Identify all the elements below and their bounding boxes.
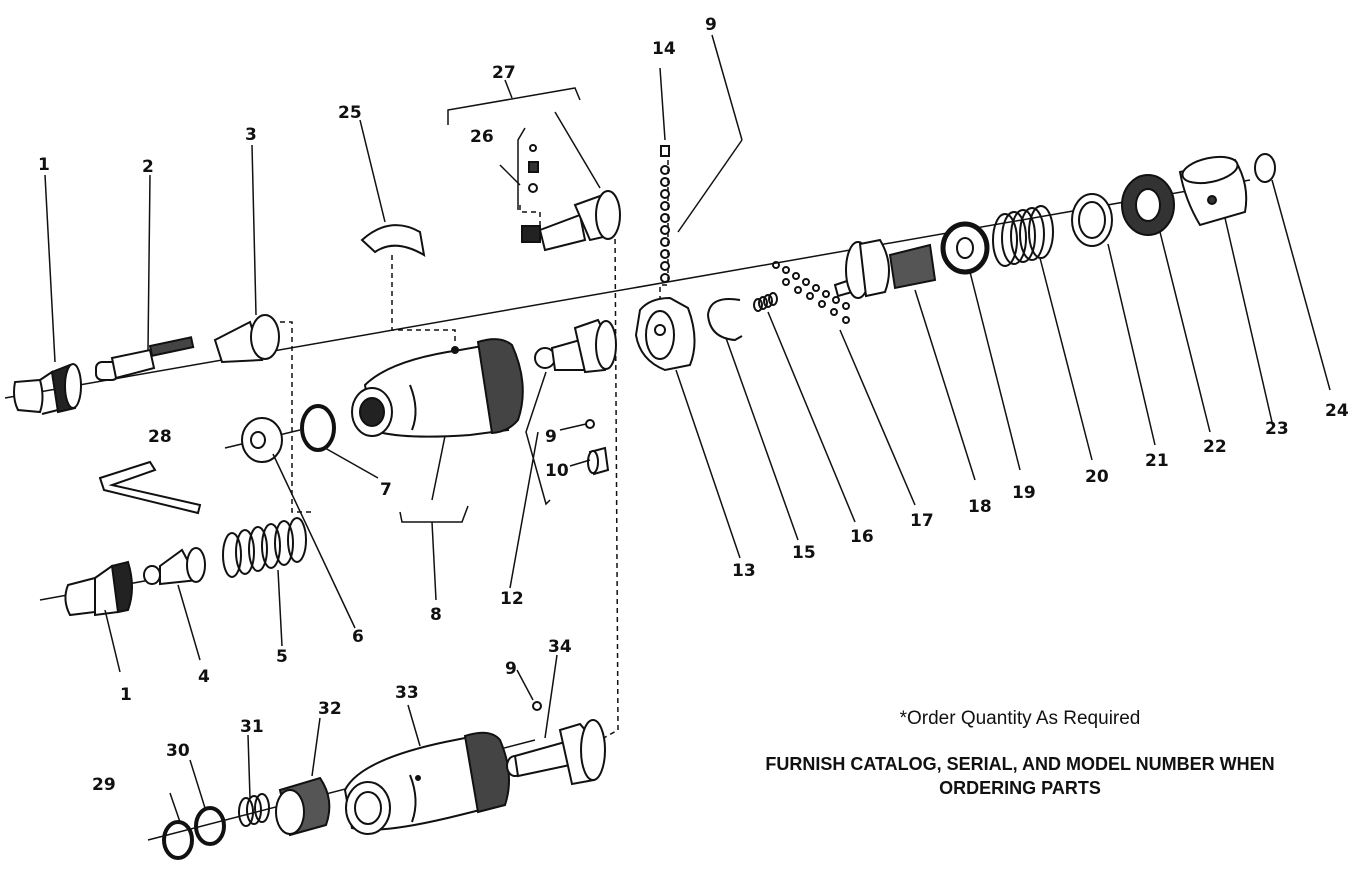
- callout-33: 33: [395, 683, 419, 703]
- callout-30: 30: [166, 741, 190, 761]
- part-17-balls: [772, 261, 850, 324]
- part-18-clutch-shaft: [833, 238, 937, 299]
- callout-8: 8: [430, 605, 442, 625]
- part-12-rotor: [534, 318, 617, 374]
- furnish-line-2: ORDERING PARTS: [939, 778, 1101, 798]
- part-34-shaft: [506, 701, 606, 786]
- callout-32: 32: [318, 699, 342, 719]
- part-1-lower-chuck: [64, 560, 133, 617]
- part-30-ring: [194, 806, 226, 846]
- part-5-spring: [222, 517, 307, 578]
- callout-26: 26: [470, 127, 494, 147]
- callout-34: 34: [548, 637, 572, 657]
- callout-7: 7: [380, 480, 392, 500]
- part-13-cam: [634, 296, 696, 372]
- callout-14: 14: [652, 39, 676, 59]
- part-21-washer: [1071, 193, 1113, 247]
- part-32-collar: [275, 776, 331, 837]
- furnish-instructions: FURNISH CATALOG, SERIAL, AND MODEL NUMBE…: [700, 752, 1340, 800]
- part-26-27-valve-assembly: [521, 144, 621, 252]
- callout-12: 12: [500, 589, 524, 609]
- callout-6: 6: [352, 627, 364, 647]
- callout-9-mid: 9: [545, 427, 557, 447]
- callout-5: 5: [276, 647, 288, 667]
- callout-25: 25: [338, 103, 362, 123]
- callout-29: 29: [92, 775, 116, 795]
- part-1-upper-chuck: [13, 363, 82, 415]
- leader-lines: [44, 34, 1331, 823]
- callout-20: 20: [1085, 467, 1109, 487]
- part-22-nut: [1121, 174, 1175, 236]
- callout-31: 31: [240, 717, 264, 737]
- part-9-ball-and-10-sleeve: [585, 419, 610, 476]
- part-23-cap: [1178, 155, 1248, 227]
- callout-24: 24: [1325, 401, 1349, 421]
- callout-1-lower: 1: [120, 685, 132, 705]
- part-19-washer: [940, 221, 990, 275]
- callout-9-bottom: 9: [505, 659, 517, 679]
- part-20-spring: [992, 205, 1054, 267]
- callout-13: 13: [732, 561, 756, 581]
- callout-22: 22: [1203, 437, 1227, 457]
- callout-21: 21: [1145, 451, 1169, 471]
- callout-28: 28: [148, 427, 172, 447]
- order-quantity-note: *Order Quantity As Required: [899, 708, 1141, 729]
- callout-1-upper: 1: [38, 155, 50, 175]
- part-7-o-ring: [300, 404, 336, 452]
- part-4-adapter: [143, 547, 206, 586]
- callout-19: 19: [1012, 483, 1036, 503]
- furnish-line-1: FURNISH CATALOG, SERIAL, AND MODEL NUMBE…: [765, 754, 1275, 774]
- part-15-retaining-ring: [706, 298, 743, 342]
- callout-2: 2: [142, 157, 154, 177]
- part-3-collet: [213, 314, 280, 364]
- part-29-ring: [162, 820, 194, 860]
- callout-3: 3: [245, 125, 257, 145]
- part-14-ball-chain: [660, 145, 670, 283]
- part-25-half-bushing: [360, 224, 426, 257]
- callout-15: 15: [792, 543, 816, 563]
- dashed-guides: [280, 160, 669, 741]
- part-6-washer: [241, 417, 283, 463]
- callout-9-top: 9: [705, 15, 717, 35]
- callout-10: 10: [545, 461, 569, 481]
- part-31-spring: [238, 793, 270, 827]
- callout-16: 16: [850, 527, 874, 547]
- part-24-snap-ring: [1254, 153, 1276, 183]
- part-33-housing: [343, 731, 510, 835]
- part-8-housing: [351, 338, 524, 438]
- part-28-hex-key: [98, 460, 202, 515]
- callout-17: 17: [910, 511, 934, 531]
- callout-23: 23: [1265, 419, 1289, 439]
- callout-27: 27: [492, 63, 516, 83]
- callout-4: 4: [198, 667, 210, 687]
- callout-numbers: 1 2 3 1 4 5 6 7 8 9 9 9 10 12 13 14 15 1…: [38, 15, 1349, 795]
- part-16-spring: [753, 292, 778, 312]
- part-2-spindle: [95, 336, 195, 381]
- callout-18: 18: [968, 497, 992, 517]
